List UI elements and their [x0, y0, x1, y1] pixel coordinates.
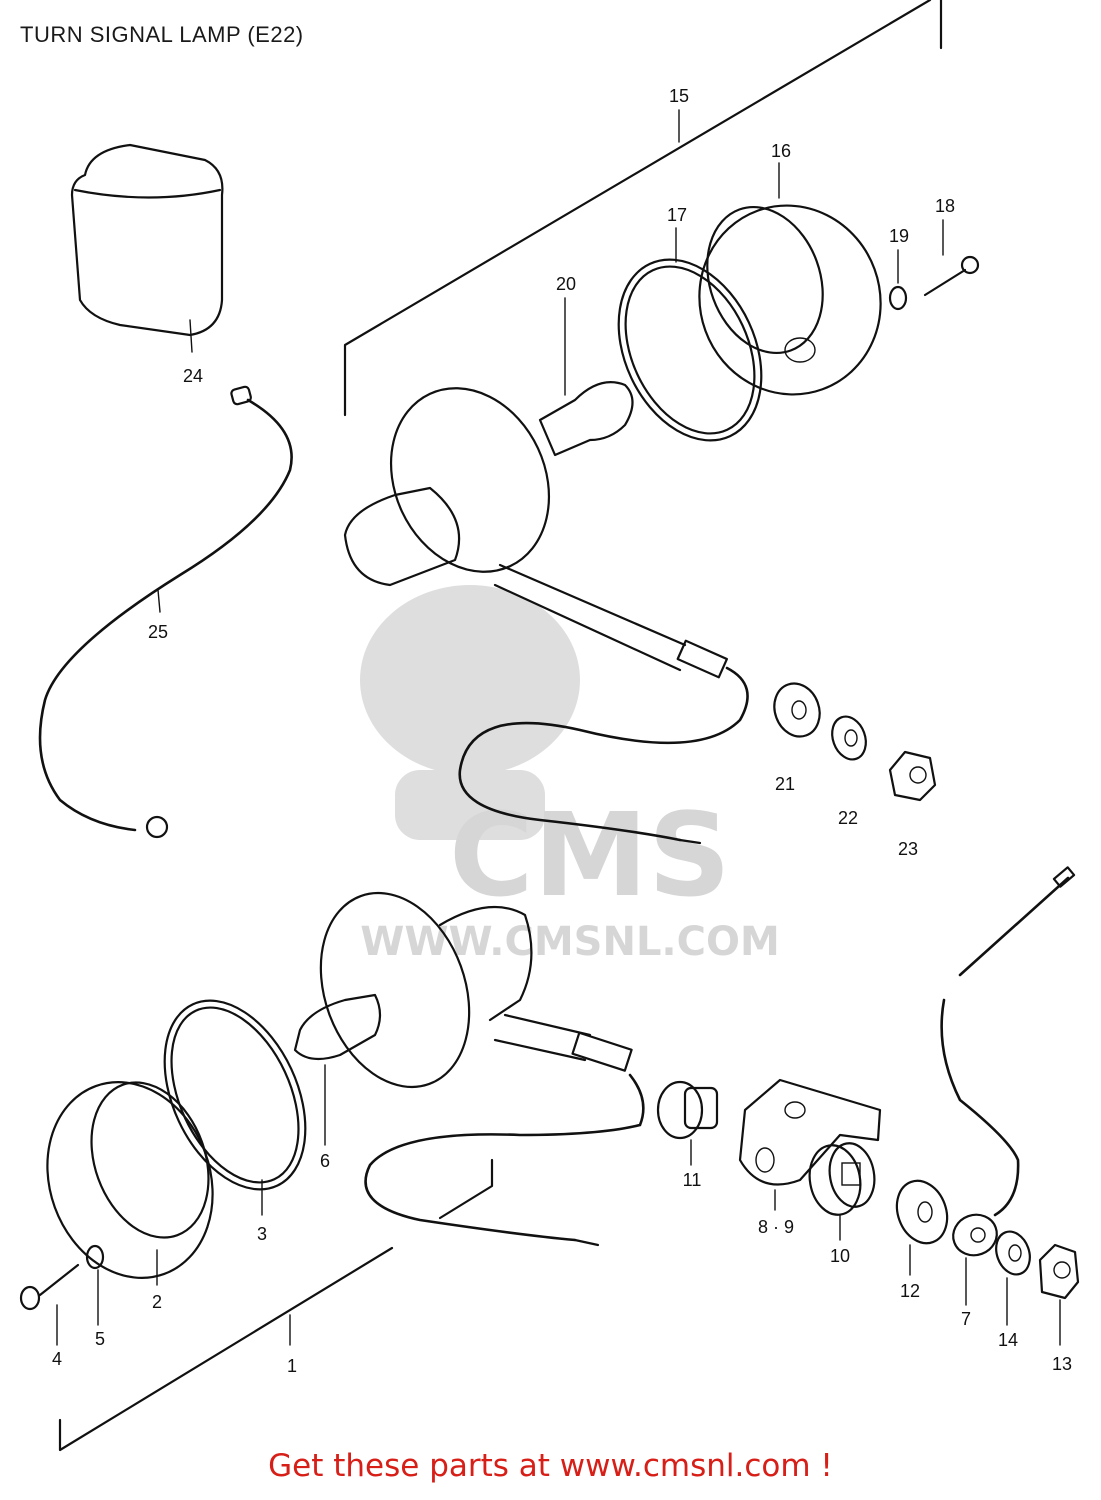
callout-label-24: 24 [183, 366, 203, 386]
lens-16 [698, 162, 882, 396]
callout-label-23: 23 [898, 839, 918, 859]
callout-label-20: 20 [556, 274, 576, 294]
lockwasher-14 [995, 1230, 1031, 1326]
grommet-11 [656, 1080, 719, 1166]
callout-label-16: 16 [771, 141, 791, 161]
callout-label-10: 10 [830, 1246, 850, 1266]
nut-23 [888, 750, 937, 802]
callout-label-17: 17 [667, 205, 687, 225]
lower-lamp-housing [319, 891, 645, 1247]
callout-label-3: 3 [257, 1224, 267, 1244]
assembly-15-bracket [343, 0, 943, 417]
upper-lamp-housing [343, 387, 749, 845]
callout-label-11: 11 [683, 1170, 702, 1190]
lockwasher-22 [831, 715, 867, 761]
wire-25 [38, 385, 293, 839]
screw-18 [923, 219, 980, 297]
relay-24 [70, 143, 224, 353]
callout-label-21: 21 [775, 774, 795, 794]
washer-7 [952, 1213, 998, 1306]
watermark-mascot-head [360, 585, 580, 775]
callout-label-5: 5 [95, 1329, 105, 1349]
callout-label-12: 12 [900, 1281, 920, 1301]
bulb-6 [293, 993, 382, 1146]
washer-5 [85, 1244, 105, 1326]
callout-label-14: 14 [998, 1330, 1018, 1350]
watermark: CMS WWW.CMSNL.COM [360, 585, 780, 965]
right-wire [940, 866, 1076, 1217]
washer-19 [888, 249, 908, 311]
callout-label-8-9: 8 · 9 [758, 1217, 794, 1237]
washer-21 [773, 682, 821, 738]
diagram-title: TURN SIGNAL LAMP (E22) [20, 22, 304, 47]
watermark-mascot-body [395, 770, 545, 840]
callout-label-7: 7 [961, 1309, 971, 1329]
gasket-3 [163, 999, 307, 1216]
watermark-url-text: WWW.CMSNL.COM [360, 919, 780, 965]
callout-label-18: 18 [935, 196, 955, 216]
callout-label-1: 1 [287, 1356, 297, 1376]
callout-label-22: 22 [838, 808, 858, 828]
nut-13 [1038, 1243, 1080, 1346]
bulb-20 [538, 297, 634, 457]
callout-label-6: 6 [320, 1151, 330, 1171]
callout-label-2: 2 [152, 1292, 162, 1312]
bushing-10 [808, 1142, 876, 1241]
callout-label-19: 19 [889, 226, 909, 246]
lens-2 [46, 1081, 214, 1286]
screw-4 [19, 1263, 80, 1346]
washer-12 [895, 1179, 949, 1276]
assembly-1-bracket [58, 1158, 494, 1452]
callout-label-13: 13 [1052, 1354, 1072, 1374]
gasket-17 [617, 227, 763, 442]
callout-labels: 1 2 3 4 5 6 7 8 · 9 10 11 12 13 14 15 16… [52, 86, 1072, 1376]
footer-promo-link[interactable]: Get these parts at www.cmsnl.com ! [268, 1448, 833, 1484]
callout-label-15: 15 [669, 86, 689, 106]
callout-label-25: 25 [148, 622, 168, 642]
bracket-8-9 [738, 1078, 882, 1211]
callout-label-4: 4 [52, 1349, 62, 1369]
